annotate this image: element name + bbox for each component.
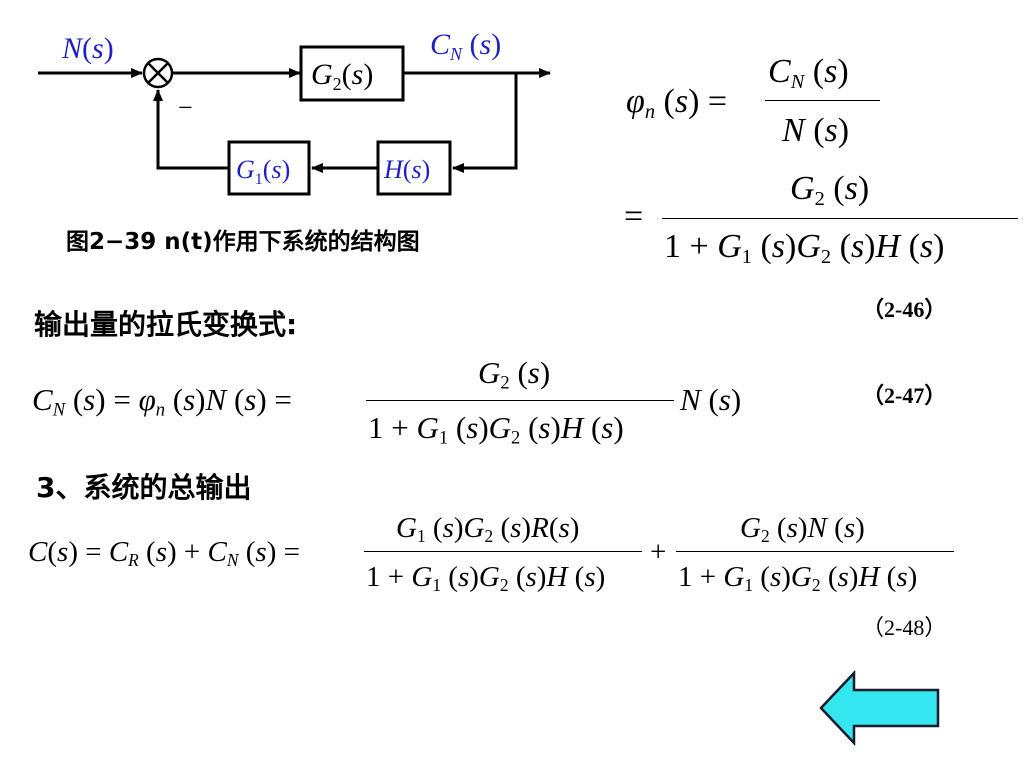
h-block: [376, 140, 452, 196]
eq-2-48-term2-numerator: G2 (s)N (s): [740, 512, 865, 547]
transfer-fraction-bar: [662, 218, 1018, 219]
h-label: H(s): [383, 155, 430, 184]
g1-label: G1(s): [236, 155, 290, 188]
eq-2-47-denominator: 1 + G1 (s)G2 (s)H (s): [368, 410, 624, 449]
left-arrow-icon[interactable]: [818, 670, 942, 746]
eq-2-48-term1-fraction-bar: [364, 551, 642, 552]
ratio-denominator: N (s): [782, 112, 850, 149]
eq-number-2-48: （2-48）: [862, 615, 947, 640]
ratio-numerator: CN (s): [768, 53, 849, 94]
eq-2-48-term2-fraction-bar: [676, 551, 954, 552]
eq-2-48-plus: +: [650, 536, 667, 568]
output-laplace-heading: 输出量的拉氏变换式:: [34, 308, 298, 341]
total-output-heading: 3、系统的总输出: [36, 471, 252, 504]
eq-2-48-term2-denominator: 1 + G1 (s)G2 (s)H (s): [678, 561, 918, 596]
feedback-tap-line: [452, 73, 518, 173]
output-label: CN (s): [430, 28, 501, 64]
eq-2-47-lhs: CN (s) = φn (s)N (s) =: [32, 382, 292, 421]
eq-number-2-47: （2-47）: [862, 383, 947, 408]
ratio-fraction-bar: [765, 100, 880, 101]
transfer-denominator: 1 + G1 (s)G2 (s)H (s): [664, 228, 945, 269]
eq-2-47-numerator: G2 (s): [478, 355, 551, 394]
g2-block: [299, 45, 405, 102]
summing-junction: [142, 57, 174, 89]
figure-caption: 图2−39 n(t)作用下系统的结构图: [66, 229, 420, 255]
feedback-return-line: [153, 89, 229, 170]
block-diagram: N(s) − G2(s) CN (s) G1(s) H(s): [38, 28, 551, 196]
eq-2-48-term1-numerator: G1 (s)G2 (s)R(s): [396, 512, 580, 547]
eq-2-47-fraction-bar: [366, 400, 674, 401]
eq-2-47-tail: N (s): [680, 382, 742, 417]
eq-2-48-lhs: C(s) = CR (s) + CN (s) =: [28, 536, 300, 571]
eq-2-48-term1-denominator: 1 + G1 (s)G2 (s)H (s): [366, 561, 606, 596]
g2-label: G2(s): [311, 58, 373, 94]
eq-number-2-46: （2-46）: [862, 297, 947, 322]
minus-sign: −: [178, 93, 193, 122]
input-label: N(s): [61, 32, 114, 65]
g1-block: [227, 140, 311, 196]
second-equals: =: [624, 198, 644, 235]
phi-n-lhs: φn (s) =: [626, 83, 728, 124]
transfer-numerator: G2 (s): [790, 170, 870, 211]
